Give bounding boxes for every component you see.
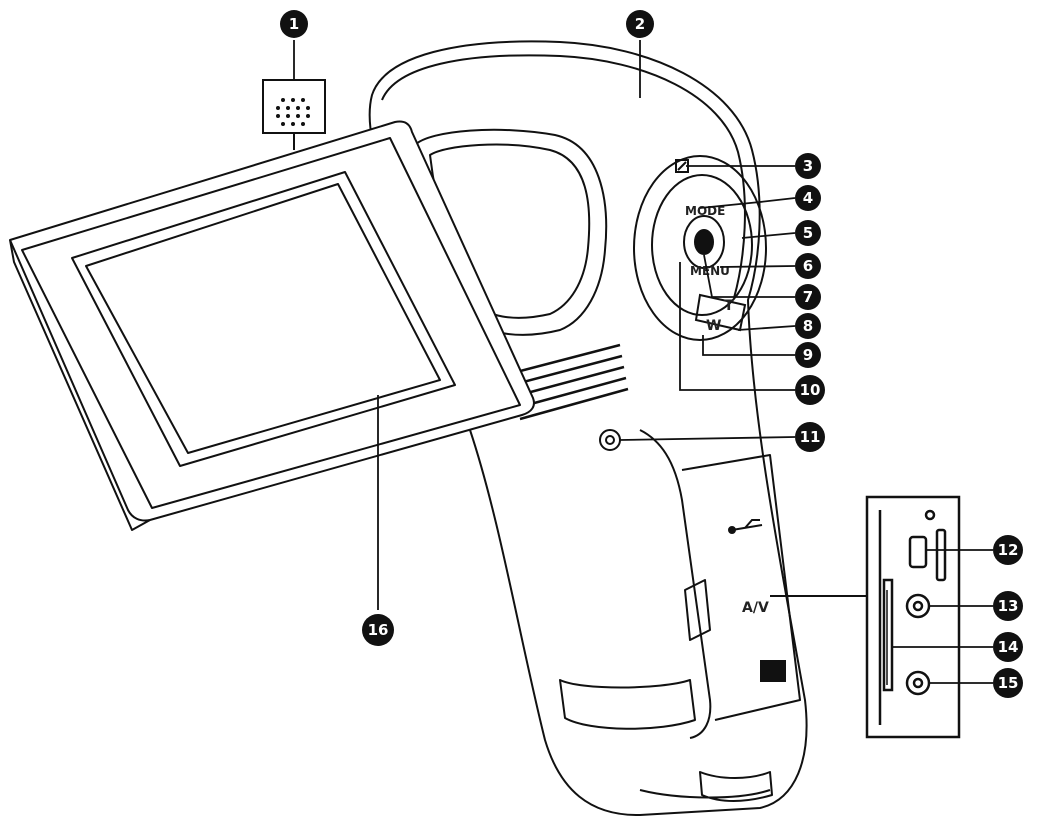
svg-text:15: 15: [998, 674, 1019, 692]
svg-text:9: 9: [803, 346, 813, 364]
svg-text:11: 11: [800, 428, 821, 446]
svg-text:1: 1: [289, 15, 299, 33]
callout-1: 1: [280, 10, 308, 38]
av-label: A/V: [742, 600, 769, 616]
leader-lines: [293, 40, 993, 684]
svg-text:16: 16: [368, 621, 389, 639]
svg-text:8: 8: [803, 317, 813, 335]
lcd-screen: [9, 120, 535, 531]
callout-3: 3: [795, 153, 821, 179]
svg-text:13: 13: [998, 597, 1019, 615]
control-dial: [633, 155, 767, 341]
tele-label: T: [724, 298, 734, 314]
callout-16: 16: [362, 614, 394, 646]
callout-2: 2: [626, 10, 654, 38]
svg-text:12: 12: [998, 541, 1019, 559]
callout-9: 9: [795, 342, 821, 368]
svg-text:10: 10: [800, 381, 821, 399]
callout-12: 12: [993, 535, 1023, 565]
usb-icon: [728, 519, 763, 534]
callout-6: 6: [795, 253, 821, 279]
svg-text:3: 3: [803, 157, 813, 175]
port-inset: [865, 495, 961, 739]
callout-5: 5: [795, 220, 821, 246]
wide-label: W: [706, 318, 721, 334]
svg-text:5: 5: [803, 224, 813, 242]
svg-text:14: 14: [998, 638, 1019, 656]
menu-label: MENU: [690, 264, 730, 278]
callout-10: 10: [795, 375, 825, 405]
callout-15: 15: [993, 668, 1023, 698]
callout-14: 14: [993, 632, 1023, 662]
callout-7: 7: [795, 284, 821, 310]
mode-label: MODE: [685, 204, 725, 218]
callout-4: 4: [795, 185, 821, 211]
sd-card-logo-icon: [760, 660, 786, 682]
svg-text:7: 7: [803, 288, 813, 306]
speaker-grille: [262, 79, 326, 150]
callout-11: 11: [795, 422, 825, 452]
svg-text:2: 2: [635, 15, 645, 33]
callout-13: 13: [993, 591, 1023, 621]
callout-8: 8: [795, 313, 821, 339]
svg-text:4: 4: [803, 189, 813, 207]
svg-text:6: 6: [803, 257, 813, 275]
